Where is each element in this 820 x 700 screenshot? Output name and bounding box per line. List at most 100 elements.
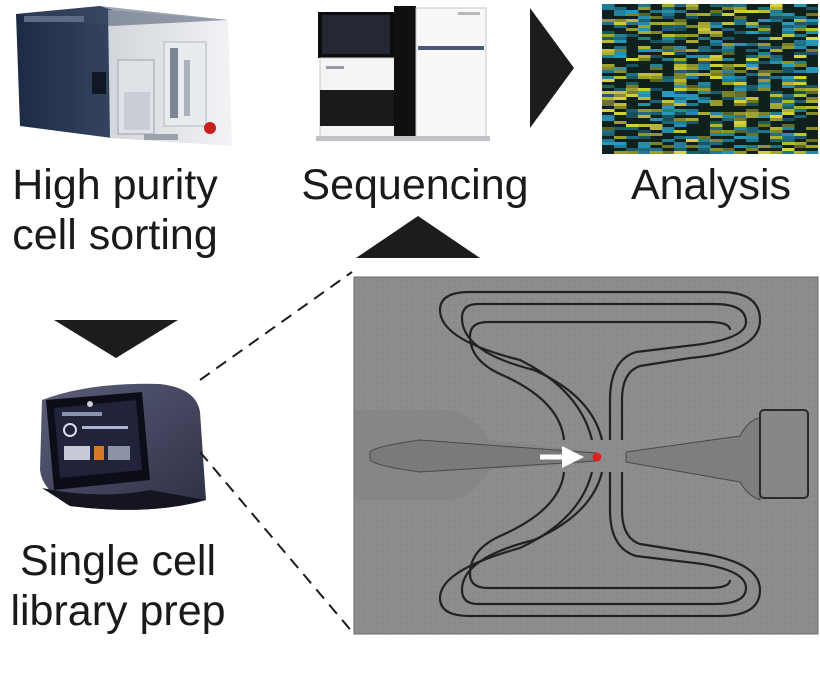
heatmap-cell (770, 136, 783, 139)
heatmap-cell (674, 112, 687, 115)
heatmap-cell (602, 19, 615, 22)
heatmap-cell (674, 61, 687, 64)
heatmap-cell (686, 121, 699, 124)
heatmap-cell (698, 142, 711, 145)
heatmap-cell (638, 145, 651, 148)
heatmap-cell (746, 130, 759, 133)
heatmap-cell (650, 67, 663, 70)
heatmap-cell (722, 7, 735, 10)
heatmap-cell (758, 52, 771, 55)
heatmap-cell (650, 133, 663, 136)
heatmap-cell (770, 118, 783, 121)
heatmap-cell (710, 31, 723, 34)
heatmap-cell (602, 100, 615, 103)
heatmap-cell (782, 124, 795, 127)
heatmap-cell (710, 49, 723, 52)
heatmap-cell (734, 4, 747, 7)
heatmap-cell (722, 94, 735, 97)
heatmap-cell (662, 28, 675, 31)
heatmap-cell (602, 115, 615, 118)
heatmap-cell (674, 85, 687, 88)
heatmap-cell (638, 46, 651, 49)
heatmap-cell (626, 10, 639, 13)
heatmap-cell (734, 79, 747, 82)
heatmap-cell (806, 49, 819, 52)
heatmap-cell (806, 97, 819, 100)
heatmap-cell (710, 10, 723, 13)
heatmap-cell (698, 100, 711, 103)
heatmap-cell (674, 97, 687, 100)
heatmap-cell (782, 31, 795, 34)
heatmap-cell (722, 4, 735, 7)
heatmap-cell (614, 22, 627, 25)
heatmap-cell (614, 10, 627, 13)
heatmap-cell (746, 49, 759, 52)
sorting-label-line2: cell sorting (12, 211, 218, 259)
heatmap-cell (770, 4, 783, 7)
heatmap-cell (806, 22, 819, 25)
cell-sorter-image (16, 6, 232, 146)
heatmap-cell (662, 100, 675, 103)
heatmap-cell (782, 13, 795, 16)
heatmap-cell (710, 22, 723, 25)
heatmap-cell (770, 97, 783, 100)
heatmap-cell (602, 76, 615, 79)
heatmap-cell (614, 94, 627, 97)
heatmap-cell (710, 151, 723, 154)
heatmap-cell (602, 7, 615, 10)
heatmap-cell (638, 25, 651, 28)
heatmap-cell (722, 91, 735, 94)
heatmap-cell (674, 49, 687, 52)
heatmap-cell (650, 112, 663, 115)
heatmap-cell (794, 100, 807, 103)
heatmap-cell (782, 64, 795, 67)
heatmap-cell (638, 76, 651, 79)
heatmap-cell (614, 13, 627, 16)
heatmap-cell (686, 76, 699, 79)
heatmap-cell (722, 133, 735, 136)
heatmap-cell (710, 124, 723, 127)
heatmap-cell (626, 34, 639, 37)
heatmap-cell (662, 16, 675, 19)
heatmap-cell (698, 73, 711, 76)
heatmap-cell (794, 82, 807, 85)
heatmap-cell (626, 22, 639, 25)
heatmap-cell (722, 79, 735, 82)
heatmap-cell (662, 103, 675, 106)
sequencing-label: Sequencing (301, 161, 529, 209)
heatmap-cell (650, 148, 663, 151)
heatmap-cell (806, 70, 819, 73)
heatmap-cell (626, 13, 639, 16)
heatmap-cell (794, 91, 807, 94)
heatmap-cell (638, 31, 651, 34)
heatmap-cell (722, 115, 735, 118)
heatmap-cell (710, 25, 723, 28)
heatmap-cell (638, 103, 651, 106)
heatmap-cell (698, 97, 711, 100)
heatmap-cell (698, 145, 711, 148)
heatmap-cell (770, 115, 783, 118)
heatmap-cell (638, 148, 651, 151)
heatmap-cell (794, 88, 807, 91)
heatmap-cell (806, 19, 819, 22)
heatmap-cell (722, 67, 735, 70)
heatmap-cell (758, 70, 771, 73)
heatmap-cell (638, 133, 651, 136)
heatmap-cell (638, 16, 651, 19)
heatmap-cell (770, 7, 783, 10)
heatmap-cell (614, 52, 627, 55)
heatmap-cell (650, 31, 663, 34)
heatmap-cell (710, 142, 723, 145)
heatmap-cell (602, 85, 615, 88)
heatmap-cell (758, 151, 771, 154)
heatmap-cell (746, 115, 759, 118)
heatmap-cell (638, 28, 651, 31)
heatmap-cell (650, 142, 663, 145)
heatmap-cell (794, 55, 807, 58)
heatmap-cell (686, 25, 699, 28)
heatmap-cell (698, 22, 711, 25)
heatmap-cell (734, 64, 747, 67)
heatmap-cell (602, 79, 615, 82)
heatmap-cell (770, 70, 783, 73)
